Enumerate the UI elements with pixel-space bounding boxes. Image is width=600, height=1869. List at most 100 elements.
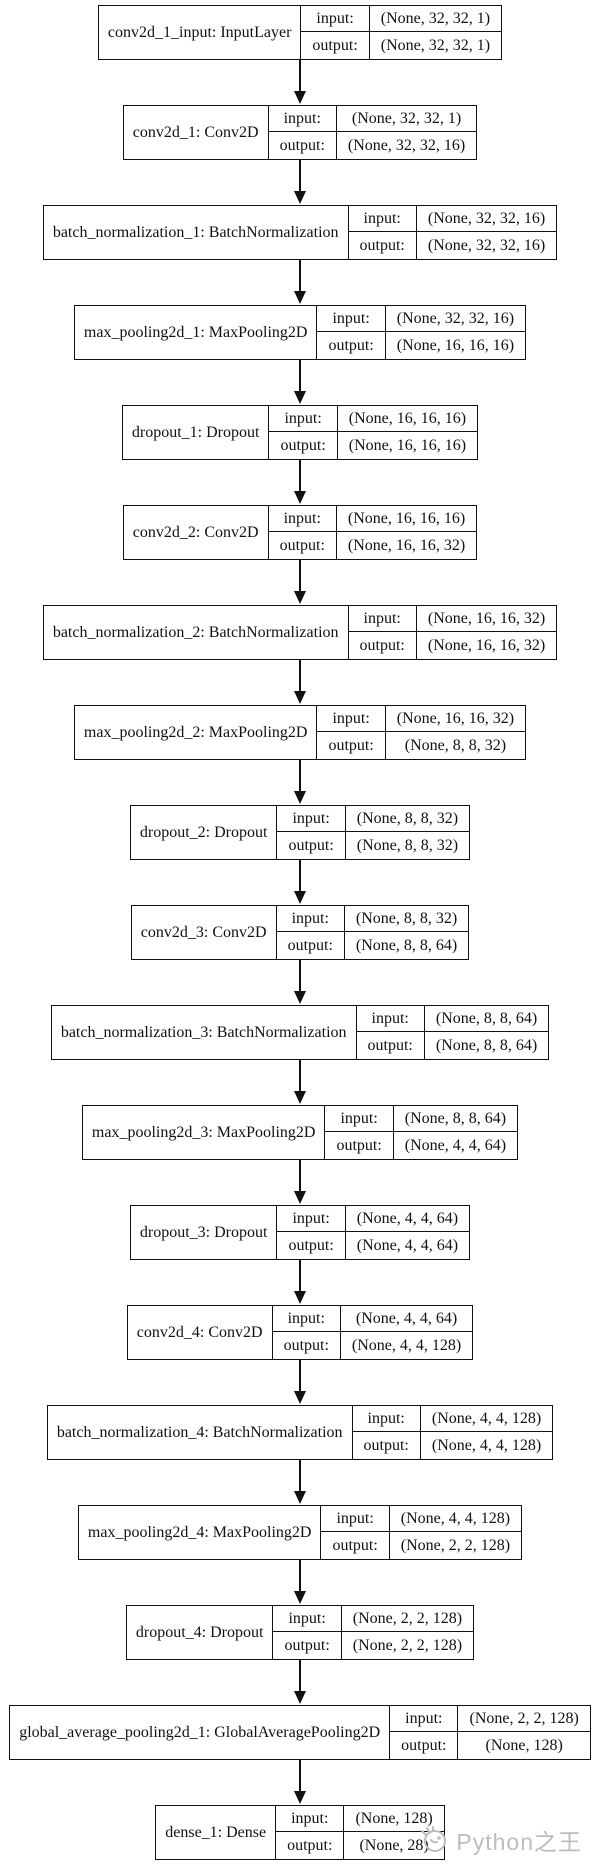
flow-arrow [294,60,306,105]
arrow-shaft [299,1360,301,1391]
flow-arrow [294,660,306,705]
input-label: input: [317,706,386,732]
layer-node: batch_normalization_3: BatchNormalizatio… [50,1005,550,1060]
output-label: output: [273,1332,341,1359]
layer-name: conv2d_1: Conv2D [124,106,269,159]
chick-doodle-icon [419,1826,449,1854]
output-shape: (None, 32, 32, 16) [427,236,546,254]
output-shape: (None, 2, 2, 128) [352,1636,463,1654]
input-shape: (None, 8, 8, 32) [344,906,469,932]
layer-io-table: input: (None, 16, 16, 32) output: (None,… [348,606,557,659]
layer-io-table: input: (None, 4, 4, 64) output: (None, 4… [277,1206,470,1259]
arrow-shaft [299,860,301,891]
arrowhead-icon [294,691,306,704]
layer-name: dropout_4: Dropout [127,1606,274,1659]
output-label: output: [277,1232,346,1259]
output-label: output: [276,1832,345,1859]
flow-arrow [294,460,306,505]
layer-name: conv2d_4: Conv2D [128,1306,273,1359]
output-label: output: [317,332,386,359]
flow-arrow [294,1560,306,1605]
layer-name: max_pooling2d_4: MaxPooling2D [79,1506,322,1559]
input-shape: (None, 8, 8, 64) [393,1106,518,1132]
arrowhead-icon [294,1191,306,1204]
layer-node: max_pooling2d_4: MaxPooling2D input: (No… [77,1505,523,1560]
layer-name: dense_1: Dense [156,1806,277,1859]
input-label: input: [317,306,386,332]
output-label: output: [269,432,338,459]
flow-arrow [294,560,306,605]
output-shape: (None, 16, 16, 16) [348,436,467,454]
input-label: input: [321,1506,390,1532]
flow-arrow [294,760,306,805]
flow-arrow [294,1160,306,1205]
input-label: input: [273,1606,342,1632]
output-shape: (None, 2, 2, 128) [400,1536,511,1554]
flow-arrow [294,1460,306,1505]
layer-io-table: input: (None, 128) output: (None, 28) [276,1806,444,1859]
input-label: input: [352,1406,421,1432]
flow-arrow [294,160,306,205]
arrow-shaft [299,1760,301,1791]
input-shape: (None, 4, 4, 64) [345,1206,470,1232]
layer-name: global_average_pooling2d_1: GlobalAverag… [10,1706,391,1759]
input-shape: (None, 8, 8, 32) [345,806,470,832]
layer-name: conv2d_1_input: InputLayer [99,6,302,59]
layer-io-table: input: (None, 32, 32, 16) output: (None,… [317,306,526,359]
flow-arrow [294,1660,306,1705]
input-label: input: [276,906,345,932]
arrow-shaft [299,960,301,991]
layer-io-table: input: (None, 8, 8, 32) output: (None, 8… [277,806,470,859]
output-label: output: [269,132,337,159]
output-shape: (None, 16, 16, 32) [427,636,546,654]
output-label: output: [325,1132,394,1159]
output-label: output: [273,1632,342,1659]
input-label: input: [277,806,346,832]
output-label: output: [301,32,370,59]
layer-io-table: input: (None, 8, 8, 64) output: (None, 8… [356,1006,549,1059]
flow-arrow [294,1060,306,1105]
arrow-shaft [299,560,301,591]
arrowhead-icon [294,991,306,1004]
input-shape: (None, 2, 2, 128) [458,1706,590,1732]
arrowhead-icon [294,291,306,304]
layer-io-table: input: (None, 4, 4, 128) output: (None, … [321,1506,522,1559]
layer-node: dense_1: Dense input: (None, 128) output… [155,1805,445,1860]
input-label: input: [272,1306,341,1332]
layer-io-table: input: (None, 4, 4, 64) output: (None, 4… [272,1306,473,1359]
arrowhead-icon [294,191,306,204]
input-shape: (None, 16, 16, 16) [337,406,478,432]
arrowhead-icon [294,1791,306,1804]
flow-arrow [294,1260,306,1305]
layer-node: dropout_4: Dropout input: (None, 2, 2, 1… [125,1605,475,1660]
arrow-shaft [299,660,301,691]
layer-io-table: input: (None, 32, 32, 16) output: (None,… [348,206,557,259]
output-label: output: [269,532,337,559]
layer-node: max_pooling2d_1: MaxPooling2D input: (No… [73,305,527,360]
arrow-shaft [299,1460,301,1491]
layer-io-table: input: (None, 8, 8, 32) output: (None, 8… [276,906,469,959]
input-shape: (None, 16, 16, 32) [416,606,557,632]
flow-arrow [294,1760,306,1805]
layer-node: dropout_1: Dropout input: (None, 16, 16,… [121,405,479,460]
arrowhead-icon [294,1491,306,1504]
layer-name: batch_normalization_4: BatchNormalizatio… [48,1406,353,1459]
flow-arrow [294,1360,306,1405]
layer-io-table: input: (None, 16, 16, 16) output: (None,… [269,406,478,459]
layer-name: conv2d_2: Conv2D [124,506,269,559]
arrowhead-icon [294,791,306,804]
arrowhead-icon [294,391,306,404]
layer-name: max_pooling2d_2: MaxPooling2D [75,706,318,759]
layer-name: max_pooling2d_1: MaxPooling2D [75,306,318,359]
arrow-shaft [299,760,301,791]
layer-io-table: input: (None, 32, 32, 1) output: (None, … [301,6,502,59]
watermark: Python之王 [419,1823,582,1857]
output-shape: (None, 8, 8, 64) [435,1036,538,1054]
arrow-shaft [299,1260,301,1291]
arrow-shaft [299,1660,301,1691]
output-label: output: [317,732,386,759]
layer-node: conv2d_4: Conv2D input: (None, 4, 4, 64)… [126,1305,474,1360]
arrowhead-icon [294,91,306,104]
input-label: input: [325,1106,394,1132]
